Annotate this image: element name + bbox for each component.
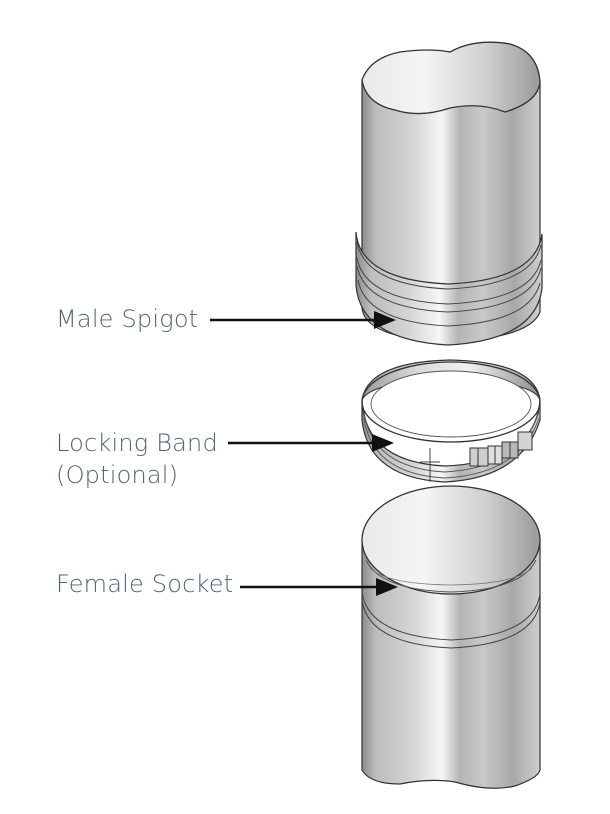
locking-band-ring bbox=[361, 359, 541, 483]
label-optional: (Optional) bbox=[56, 461, 179, 489]
male-spigot-pipe bbox=[355, 41, 543, 346]
label-locking-band: Locking Band bbox=[56, 429, 218, 457]
female-socket-pipe bbox=[361, 485, 541, 789]
label-female-socket: Female Socket bbox=[56, 570, 234, 598]
leader-female-socket bbox=[240, 578, 398, 596]
leader-male-spigot bbox=[210, 311, 396, 329]
leader-locking-band bbox=[228, 434, 394, 452]
label-male-spigot: Male Spigot bbox=[56, 305, 199, 333]
band-latch bbox=[469, 431, 533, 467]
